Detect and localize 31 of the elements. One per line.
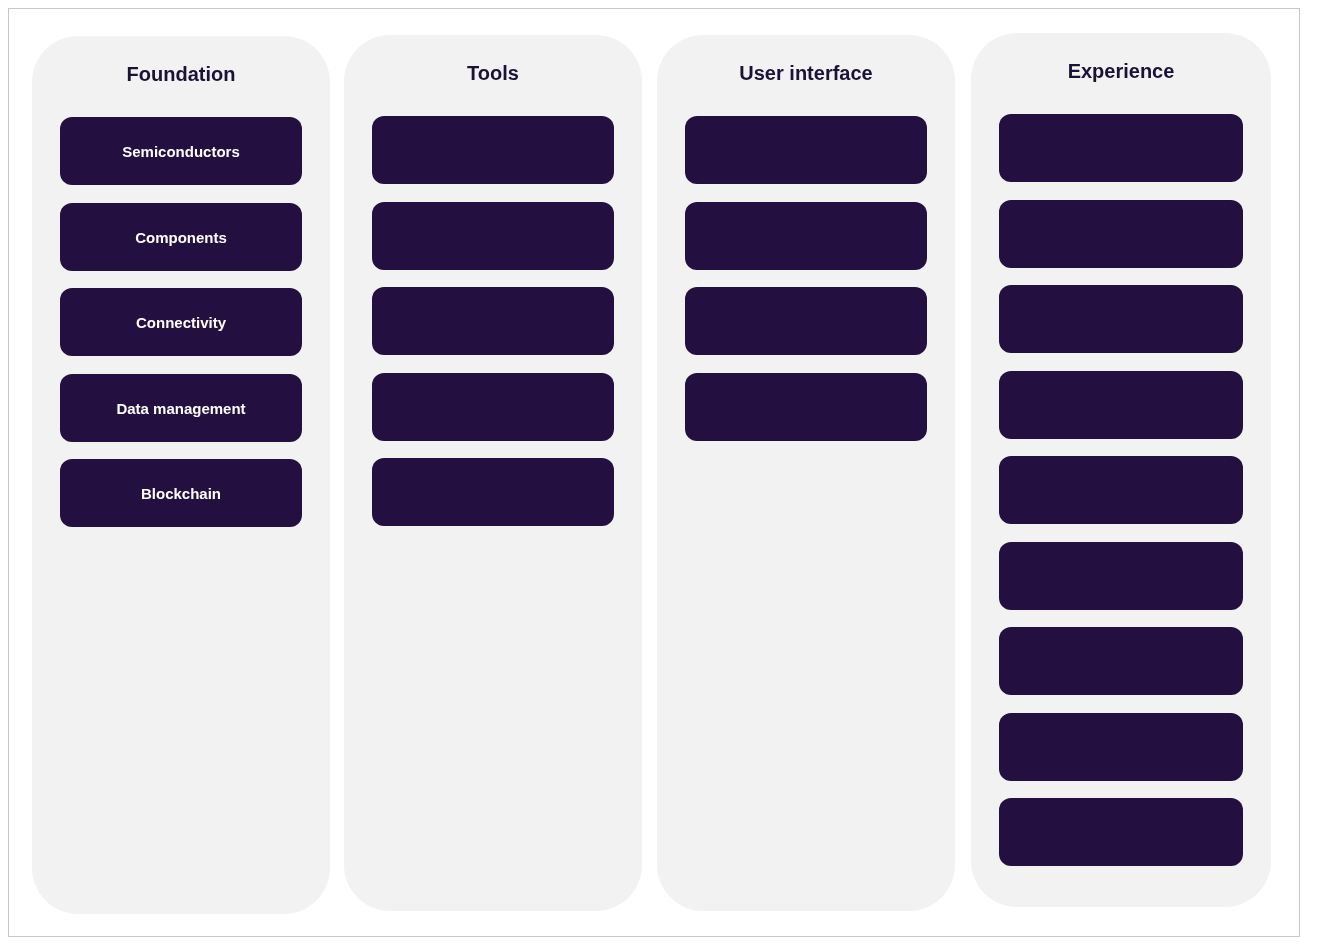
- category-block: [372, 458, 614, 526]
- column-heading: Experience: [1067, 59, 1175, 83]
- category-block: [685, 116, 927, 184]
- category-block: [999, 798, 1243, 866]
- category-block: [999, 200, 1243, 268]
- category-block: [372, 202, 614, 270]
- category-block: Blockchain: [60, 459, 302, 527]
- category-block: Data management: [60, 374, 302, 442]
- category-block: [372, 116, 614, 184]
- category-block: Semiconductors: [60, 117, 302, 185]
- column-heading: User interface: [739, 61, 873, 85]
- category-block: Components: [60, 203, 302, 271]
- category-block: [999, 371, 1243, 439]
- category-block: [999, 456, 1243, 524]
- category-block: [685, 202, 927, 270]
- category-block: [999, 713, 1243, 781]
- category-block: [685, 287, 927, 355]
- category-block: [999, 627, 1243, 695]
- category-block: Connectivity: [60, 288, 302, 356]
- category-block: [999, 542, 1243, 610]
- category-block: [999, 114, 1243, 182]
- category-block: [372, 287, 614, 355]
- column-heading: Tools: [467, 61, 519, 85]
- category-block: [999, 285, 1243, 353]
- category-block: [372, 373, 614, 441]
- category-block: [685, 373, 927, 441]
- column-panel: [32, 36, 330, 914]
- column-panel: [344, 35, 642, 911]
- column-panel: [971, 33, 1271, 907]
- column-panel: [657, 35, 955, 911]
- column-heading: Foundation: [126, 62, 236, 86]
